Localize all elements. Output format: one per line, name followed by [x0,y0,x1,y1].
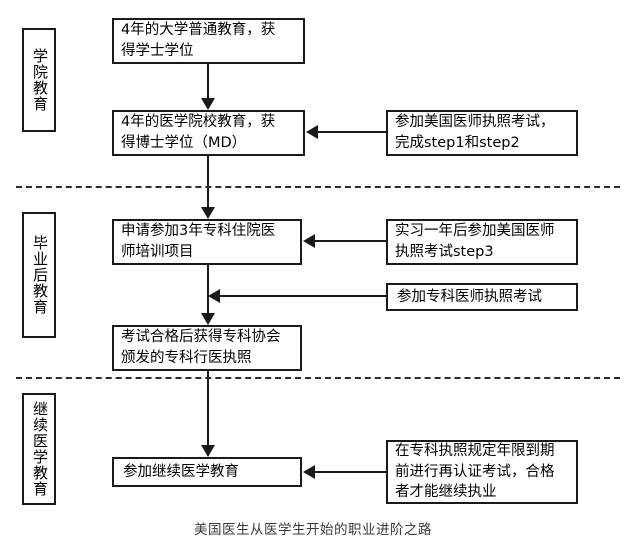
node-undergraduate-education: 4年的大学普通教育，获 得学士学位 [112,18,305,64]
node-text: 考试合格后获得专科协会 颁发的专科行医执照 [114,327,287,368]
arrow-head-left-icon [306,125,318,139]
stage-label-continuing-medical-education: 继续医学教育 [22,393,56,505]
node-text-line-1: 4年的医学院校教育，获 [121,114,276,131]
section-divider-2 [16,377,620,379]
connector-usmle12-to-medschool [318,131,386,133]
arrow-head-down-icon [201,313,215,325]
stage-label-text: 毕业后教育 [30,235,49,315]
note-text-line-1: 在专科执照规定年限到期 [395,443,555,460]
note-recertification: 在专科执照规定年限到期 前进行再认证考试，合格 者才能继续执业 [386,440,578,504]
note-text: 实习一年后参加美国医师 执照考试step3 [388,221,561,262]
stage-label-undergraduate-education: 学院教育 [22,28,56,132]
section-divider-1 [16,186,620,188]
arrow-head-down-icon [201,445,215,457]
note-text-line-1: 参加专科医师执照考试 [397,288,542,305]
arrow-head-down-icon [201,98,215,110]
note-usmle-step1-step2: 参加美国医师执照考试， 完成step1和step2 [386,110,578,156]
note-text-line-2: 完成step1和step2 [395,135,520,151]
node-text: 4年的医学院校教育，获 得博士学位（MD） [114,112,281,153]
connector-usmle3-to-residency [315,240,386,242]
connector-board-exam-to-main-flow [220,295,386,297]
node-text: 申请参加3年专科住院医 师培训项目 [114,221,281,262]
arrow-head-left-icon [208,289,220,303]
node-text-line-1: 考试合格后获得专科协会 [121,329,281,346]
note-text-line-3: 者才能继续执业 [395,484,497,501]
arrow-head-left-icon [303,234,315,248]
connector-undergrad-to-medschool [207,64,209,100]
node-text-line-1: 4年的大学普通教育，获 [121,22,276,39]
node-text-line-2: 颁发的专科行医执照 [121,350,252,366]
note-text-line-1: 参加美国医师执照考试， [395,114,555,131]
note-board-exam: 参加专科医师执照考试 [386,283,578,311]
note-text-line-1: 实习一年后参加美国医师 [395,223,555,240]
connector-board-license-to-cme [207,371,209,447]
node-text-line-1: 参加继续医学教育 [123,463,239,480]
note-text: 在专科执照规定年限到期 前进行再认证考试，合格 者才能继续执业 [388,441,561,503]
note-text: 参加专科医师执照考试 [388,287,548,308]
node-board-license: 考试合格后获得专科协会 颁发的专科行医执照 [112,325,302,371]
note-text-line-2: 执照考试step3 [395,244,494,260]
stage-label-text: 学院教育 [30,48,49,112]
stage-label-text: 继续医学教育 [30,401,49,497]
note-text-line-2: 前进行再认证考试，合格 [395,463,555,480]
node-continuing-medical-education: 参加继续医学教育 [112,457,302,487]
node-text-line-2: 得博士学位（MD） [121,135,247,151]
node-text-line-2: 师培训项目 [121,244,194,260]
node-text: 参加继续医学教育 [114,462,245,483]
connector-medschool-to-residency [207,156,209,209]
node-text-line-1: 申请参加3年专科住院医 [121,223,276,240]
node-text: 4年的大学普通教育，获 得学士学位 [114,20,281,61]
node-medical-school: 4年的医学院校教育，获 得博士学位（MD） [112,110,305,156]
node-residency-program: 申请参加3年专科住院医 师培训项目 [112,219,302,265]
note-text: 参加美国医师执照考试， 完成step1和step2 [388,112,561,153]
stage-label-postgraduate-education: 毕业后教育 [22,212,56,338]
arrow-head-left-icon [303,465,315,479]
figure-caption: 美国医生从医学生开始的职业进阶之路 [194,522,432,538]
connector-recertification-to-cme [315,471,386,473]
arrow-head-down-icon [201,207,215,219]
node-text-line-2: 得学士学位 [121,43,194,59]
note-usmle-step3: 实习一年后参加美国医师 执照考试step3 [386,219,578,265]
